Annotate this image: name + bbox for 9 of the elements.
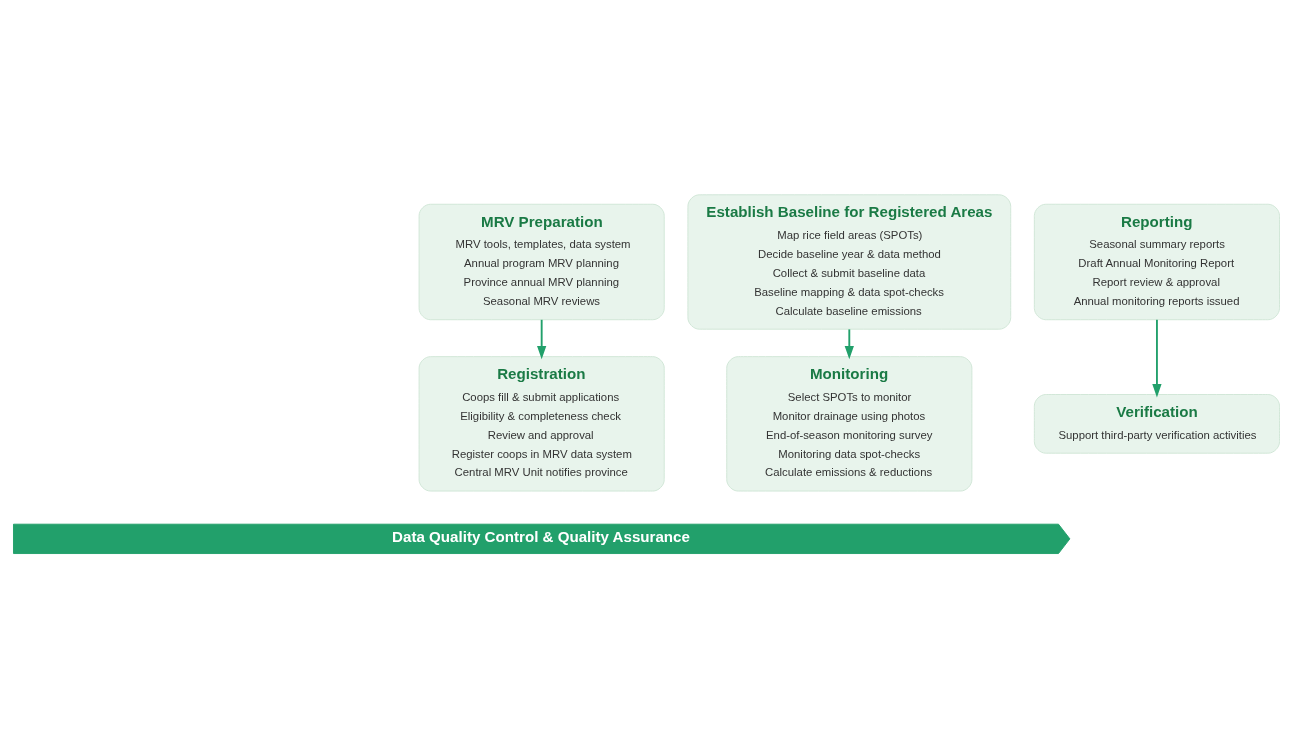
- node-box: MRV Preparation MRV tools, templates, data system Annual program MRV planning Province annual MRV planning Seasonal MRV reviews: [418, 203, 665, 320]
- arrow: [1152, 318, 1162, 397]
- node-box: Establish Baseline for Registered Areas Map rice field areas (SPOTs) Decide baseline year & data method Collect & submit baseline data Baseline mapping & data spot-checks Calculate baseline emissions: [687, 193, 1012, 330]
- node-box: Reporting Seasonal summary reports Draft Annual Monitoring Report Report review & approval Annual monitoring reports issued: [1033, 203, 1280, 320]
- arrow: [537, 318, 547, 359]
- node-box: Registration Coops fill & submit applications Eligibility & completeness check Review and approval Register coops in MRV data system Central MRV Unit notifies province: [418, 355, 665, 492]
- node-box: Monitoring Select SPOTs to monitor Monitor drainage using photos End-of-season monitoring survey Monitoring data spot-checks Calculate emissions & reductions: [726, 355, 973, 492]
- arrow: [844, 327, 854, 359]
- node-box: Verification Support third-party verification activities: [1033, 393, 1280, 454]
